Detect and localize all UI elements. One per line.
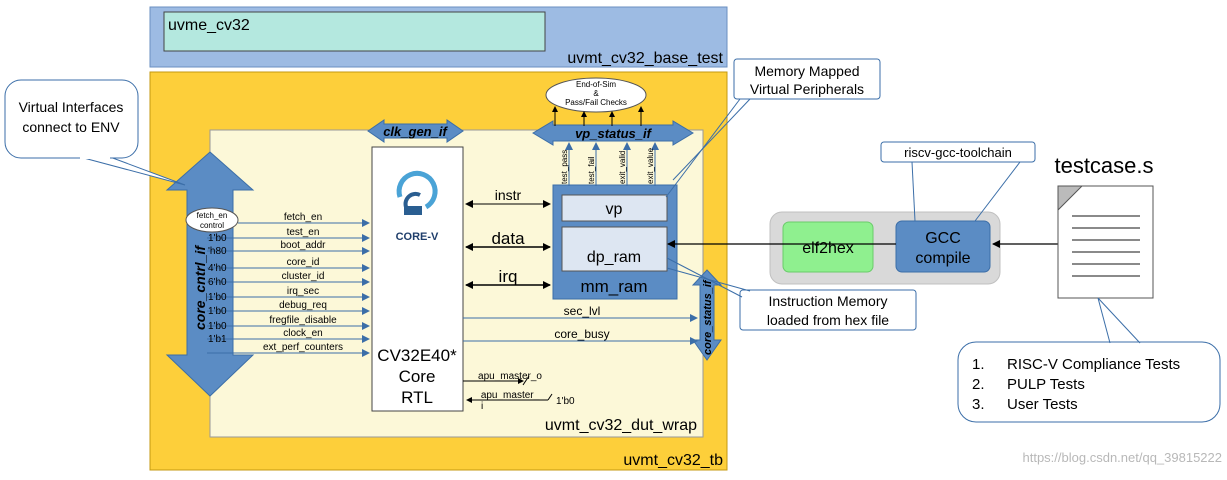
- vp-box: [561, 194, 668, 222]
- test-list: 1. RISC-V Compliance Tests 2. PULP Tests 3. U…: [972, 356, 1180, 413]
- core-status-if-arrow: [691, 269, 723, 361]
- core-busy-label: core_busy: [554, 327, 609, 341]
- env-box: [163, 11, 546, 52]
- control-signal-value: 1'b0: [208, 321, 227, 332]
- apu-master-o-label: apu_master_o: [478, 371, 542, 382]
- gcc-box: [895, 220, 991, 273]
- control-signal-name: irq_sec: [287, 286, 319, 297]
- control-signal-value: 1'b0: [208, 233, 227, 244]
- apu-tie-value: 1'b0: [556, 396, 575, 407]
- apu-master-i-label-line2: i: [481, 401, 483, 412]
- control-signal-name: debug_req: [279, 300, 327, 311]
- end-of-sim-line2: &: [593, 89, 599, 98]
- virtual-if-line2: connect to ENV: [22, 119, 120, 135]
- end-of-sim-arrows: [552, 106, 644, 126]
- core-v-logo-text: CORE-V: [396, 231, 439, 243]
- control-signal-value: 1'b1: [208, 334, 227, 345]
- vp-status-signal-label: exit_value: [646, 147, 655, 184]
- mmvp-callout: [733, 58, 881, 100]
- imem-line2: loaded from hex file: [767, 312, 889, 328]
- test-list-number: 3.: [972, 396, 985, 413]
- vp-status-if-label: vp_status_if: [575, 126, 653, 141]
- elf2hex-label: elf2hex: [802, 240, 854, 257]
- control-signal-name: boot_addr: [280, 240, 326, 251]
- vp-status-signal-label: exit_valid: [618, 151, 627, 184]
- testcase-fold: [1057, 185, 1084, 212]
- test-list-number: 1.: [972, 356, 985, 373]
- base-test-label: uvmt_cv32_base_test: [567, 50, 723, 67]
- instr-label: instr: [495, 187, 522, 203]
- watermark: https://blog.csdn.net/qq_39815222: [1023, 450, 1223, 465]
- clk-gen-if-arrow: [367, 119, 464, 143]
- control-signal-name: cluster_id: [282, 271, 325, 282]
- toolchain-callout-label: riscv-gcc-toolchain: [904, 145, 1012, 160]
- core-cntrl-if-label: core_cntrl_if: [192, 245, 208, 330]
- vp-status-signals: test_pass test_fail exit_valid exit_value: [560, 142, 659, 186]
- testcase-document: [1057, 185, 1154, 299]
- test-list-item: PULP Tests: [1007, 376, 1085, 393]
- virtual-if-line1: Virtual Interfaces: [19, 99, 124, 115]
- tb-label: uvmt_cv32_tb: [623, 452, 723, 469]
- mm-ram-label: mm_ram: [580, 277, 647, 296]
- core-v-logo: CORE-V: [396, 170, 439, 243]
- gcc-line1: GCC: [925, 230, 961, 247]
- toolchain-callout: [880, 141, 1036, 163]
- dp-ram-label: dp_ram: [587, 249, 641, 266]
- irq-label: irq: [499, 267, 518, 286]
- control-signal-name: core_id: [287, 257, 320, 268]
- control-signal-value: 'h80: [208, 246, 227, 257]
- control-signal-name: clock_en: [283, 328, 322, 339]
- test-list-number: 2.: [972, 376, 985, 393]
- vp-status-if-arrow: [532, 120, 694, 146]
- data-label: data: [491, 229, 525, 248]
- imem-line1: Instruction Memory: [768, 293, 887, 309]
- apu-master-i-label-line1: apu_master_: [481, 390, 540, 401]
- control-signal-value: 6'h0: [208, 277, 227, 288]
- control-signal-value: 4'h0: [208, 263, 227, 274]
- vp-status-signal-label: test_fail: [587, 156, 596, 184]
- core-status-if-label: core_status_if: [702, 279, 714, 355]
- core-label-line1: CV32E40*: [377, 346, 457, 365]
- end-of-sim-ellipse: [545, 77, 647, 113]
- control-signal-name: test_en: [287, 227, 320, 238]
- end-of-sim-line1: End-of-Sim: [576, 80, 616, 89]
- end-of-sim-line3: Pass/Fail Checks: [565, 98, 627, 107]
- core-box: [371, 146, 464, 412]
- dut-wrap-label: uvmt_cv32_dut_wrap: [545, 417, 697, 434]
- dp-ram-box: [561, 226, 668, 272]
- test-list-callout: [957, 341, 1221, 423]
- virtual-if-callout: [4, 79, 139, 159]
- mmvp-line1: Memory Mapped: [754, 63, 859, 79]
- elf2hex-box: [782, 221, 874, 273]
- test-list-item: User Tests: [1007, 396, 1078, 413]
- test-list-item: RISC-V Compliance Tests: [1007, 356, 1180, 373]
- testcase-lines: [1072, 215, 1140, 277]
- control-signal-name: fregfile_disable: [269, 315, 337, 326]
- env-label: uvme_cv32: [168, 17, 250, 34]
- fetch-control-line2: control: [200, 221, 224, 230]
- sec-lvl-label: sec_lvl: [564, 304, 601, 318]
- control-signal-name: ext_perf_counters: [263, 342, 343, 353]
- mmvp-line2: Virtual Peripherals: [750, 81, 864, 97]
- control-signal-value: 1'b0: [208, 292, 227, 303]
- fetch-control-ellipse: [185, 207, 239, 233]
- testcase-label: testcase.s: [1054, 153, 1153, 178]
- clk-gen-if-label: clk_gen_if: [383, 124, 448, 139]
- vp-status-signal-label: test_pass: [560, 150, 569, 184]
- control-signal-name: fetch_en: [284, 212, 322, 223]
- control-signals: fetch_en test_en 1'b0 boot_addr 'h80 core_id 4…: [207, 212, 370, 357]
- fetch-control-line1: fetch_en: [197, 211, 228, 220]
- core-label-line2: Core: [399, 367, 436, 386]
- gcc-line2: compile: [915, 250, 970, 267]
- core-label-line3: RTL: [401, 388, 433, 407]
- vp-label: vp: [606, 201, 623, 218]
- control-signal-value: 1'b0: [208, 306, 227, 317]
- imem-callout: [739, 289, 917, 331]
